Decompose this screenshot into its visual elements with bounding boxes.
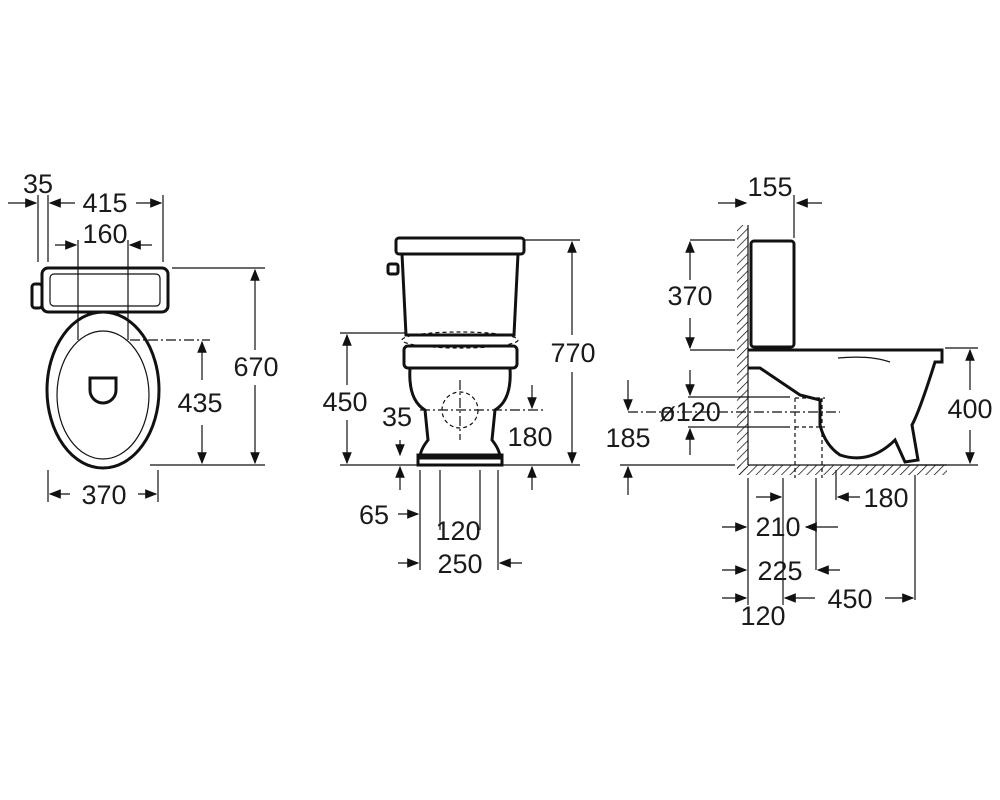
dim-770: 770 [550,338,595,368]
dim-370: 370 [81,480,126,510]
dim-35: 35 [23,169,53,199]
dim-180: 180 [507,422,552,452]
bowl-outline [45,310,161,470]
dim-450: 450 [827,584,872,614]
dim-160: 160 [82,219,127,249]
dim-120: 120 [740,601,785,631]
dim-35: 35 [382,402,412,432]
dim-670: 670 [233,352,278,382]
bowl-outline [748,348,944,464]
dim-415: 415 [82,188,127,218]
dim-400: 400 [947,394,992,424]
dim-435: 435 [177,388,222,418]
dim-370: 370 [667,281,712,311]
dim-210: 210 [755,512,800,542]
dim-65: 65 [359,500,389,530]
dim-225: 225 [757,556,802,586]
pedestal-outline [408,366,512,460]
cistern-outline [749,239,796,349]
top-view: 35 415 160 670 435 370 [8,169,279,510]
front-view: 770 450 35 180 65 120 250 [322,236,596,579]
dim-180: 180 [863,483,908,513]
seat-outline [402,344,519,370]
dim-185: 185 [605,423,650,453]
flush-lever [30,282,44,310]
dim-120: 120 [435,516,480,546]
floor-hatch [737,465,947,475]
dim-155: 155 [747,172,792,202]
side-view: 155 370 400 ø120 185 180 210 225 450 120 [605,172,992,631]
dim-dia-120: ø120 [659,397,721,427]
cistern-outline [400,252,520,337]
dim-450: 450 [322,387,367,417]
dim-250: 250 [437,549,482,579]
wall-hatch [737,225,748,475]
cistern-lid [394,236,526,256]
